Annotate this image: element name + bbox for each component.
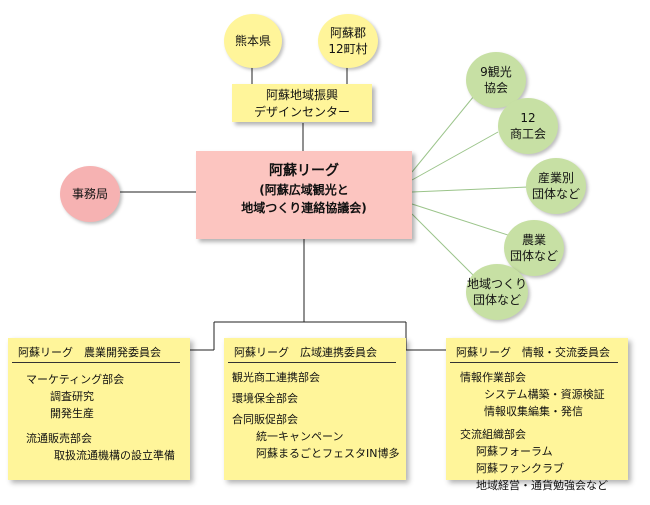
member-group-5-line1: 地域つくり <box>466 277 527 291</box>
committee-agri-item: 取扱流通機構の設立準備 <box>54 449 175 462</box>
member-group-4-line2: 団体など <box>509 249 558 263</box>
aso-league-subtitle-1: (阿蘇広域観光と <box>259 183 349 197</box>
committee-panel-agri: 阿蘇リーグ 農業開発委員会 マーケティング部会 調査研究 開発生産 流通販売部会… <box>8 338 190 480</box>
kumamoto-node: 熊本県 <box>224 14 282 68</box>
committee-info-item: 情報作業部会 <box>460 371 526 384</box>
member-group-4: 農業団体など <box>504 220 564 276</box>
office-label: 事務局 <box>71 187 108 201</box>
committee-agri-item: 調査研究 <box>50 390 94 403</box>
committee-header-regional: 阿蘇リーグ 広域連携委員会 <box>228 344 396 363</box>
connector-group-1 <box>411 95 475 173</box>
aso-league-node: 阿蘇リーグ (阿蘇広域観光と 地域つくり連絡協議会) <box>196 151 412 239</box>
aso-gun-label-line2: 12町村 <box>328 42 368 56</box>
member-group-3-line1: 産業別 <box>537 171 574 185</box>
design-center-line1: 阿蘇地域振興 <box>265 88 338 102</box>
connector-group-3 <box>411 186 529 193</box>
member-group-1-line2: 協会 <box>483 81 508 95</box>
member-group-1-line1: 9観光 <box>480 65 512 79</box>
committee-info-item: 情報収集編集・発信 <box>484 405 583 418</box>
committee-regional-item: 統一キャンペーン <box>256 430 344 443</box>
member-group-3: 産業別団体など <box>526 158 586 214</box>
aso-league-subtitle-2: 地域つくり連絡協議会) <box>241 201 367 215</box>
committee-header-agri: 阿蘇リーグ 農業開発委員会 <box>12 344 180 363</box>
connector-group-2 <box>411 131 499 181</box>
committee-regional-item: 阿蘇まるごとフェスタIN博多 <box>256 447 400 460</box>
connector-group-5 <box>411 213 479 281</box>
office-node: 事務局 <box>60 166 120 222</box>
member-group-4-line1: 農業 <box>521 233 546 247</box>
aso-gun-label-line1: 阿蘇郡 <box>329 26 366 40</box>
member-group-2-line1: 12 <box>520 111 536 125</box>
committee-regional-item: 合同販促部会 <box>232 413 298 426</box>
design-center-box: 阿蘇地域振興 デザインセンター <box>232 84 372 122</box>
aso-league-title: 阿蘇リーグ <box>269 163 339 179</box>
committee-header-info: 阿蘇リーグ 情報・交流委員会 <box>450 344 618 363</box>
committee-info-item: システム構築・資源検証 <box>484 388 605 401</box>
member-group-5-line2: 団体など <box>472 293 521 307</box>
committee-regional-item: 観光商工連携部会 <box>232 371 320 384</box>
committee-panel-info: 阿蘇リーグ 情報・交流委員会 情報作業部会 システム構築・資源検証 情報収集編集… <box>446 338 628 492</box>
design-center-line2: デザインセンター <box>253 105 350 119</box>
connector-group-4 <box>411 203 512 237</box>
committee-info-item: 交流組織部会 <box>460 428 526 441</box>
committee-agri-item: マーケティング部会 <box>26 373 125 386</box>
committee-regional-item: 環境保全部会 <box>232 392 298 405</box>
member-group-3-line2: 団体など <box>531 187 580 201</box>
member-group-1: 9観光協会 <box>466 52 526 108</box>
member-group-2: 12 商工会 <box>498 98 558 154</box>
committee-info-item: 阿蘇フォーラム <box>476 445 553 458</box>
kumamoto-label: 熊本県 <box>234 34 271 48</box>
member-group-2-line2: 商工会 <box>509 127 546 141</box>
committee-info-item: 地域経営・通貨勉強会など <box>476 479 608 492</box>
committee-agri-item: 流通販売部会 <box>26 432 92 445</box>
member-group-5: 地域つくり団体など <box>466 264 528 320</box>
aso-gun-node: 阿蘇郡 12町村 <box>318 14 378 68</box>
committee-agri-item: 開発生産 <box>50 407 94 420</box>
committee-info-item: 阿蘇ファンクラブ <box>476 462 564 475</box>
committee-panel-regional: 阿蘇リーグ 広域連携委員会 観光商工連携部会 環境保全部会 合同販促部会 統一キ… <box>224 338 406 480</box>
